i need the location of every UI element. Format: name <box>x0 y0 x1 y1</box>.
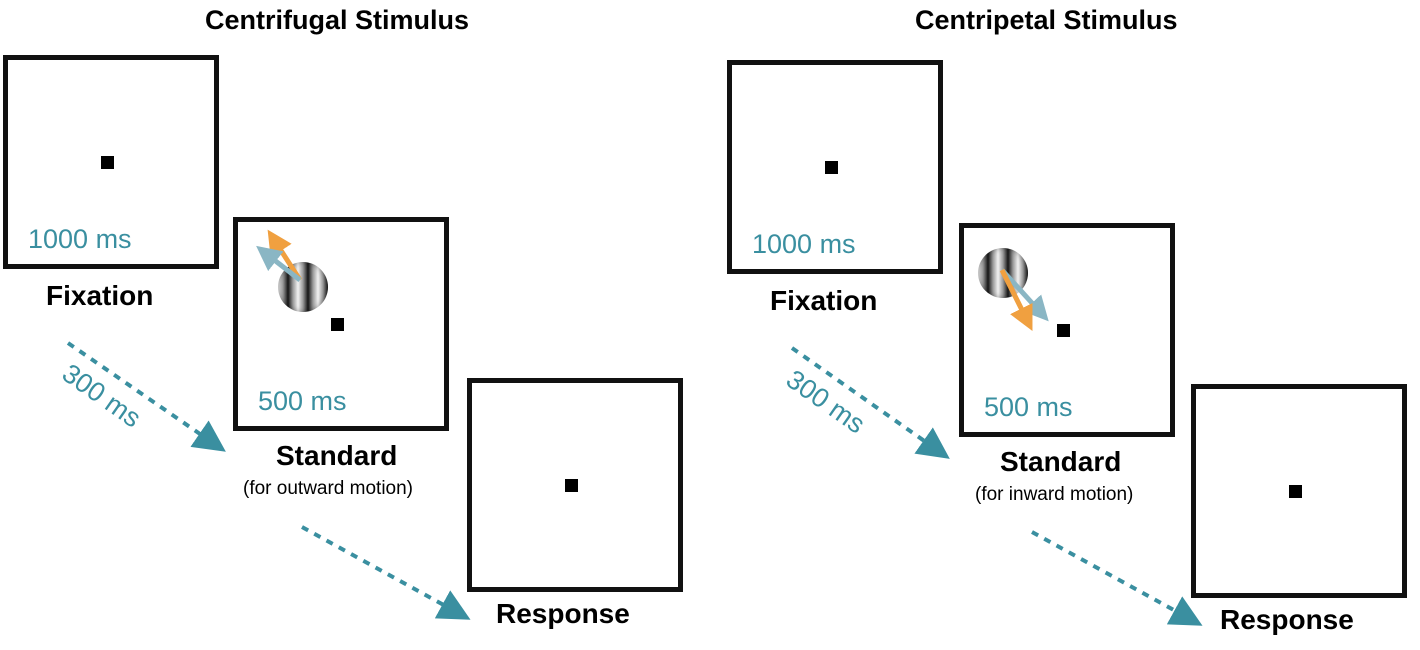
standard-sublabel: (for inward motion) <box>975 484 1134 505</box>
motion-arrow-blue <box>1000 268 1049 322</box>
motion-arrows <box>256 229 303 282</box>
fixation-dot <box>1057 324 1070 337</box>
fixation-duration: 1000 ms <box>752 229 856 259</box>
motion-arrows <box>999 268 1049 331</box>
standard-sublabel: (for outward motion) <box>243 478 414 499</box>
response-frame <box>1191 384 1407 598</box>
panel-title: Centrifugal Stimulus <box>205 5 470 35</box>
centripetal-panel: Centripetal Stimulus 1000 ms Fixation 30… <box>724 0 1420 650</box>
standard-duration: 500 ms <box>984 392 1073 422</box>
centrifugal-panel: Centrifugal Stimulus 1000 ms Fixation 30… <box>3 5 683 629</box>
standard-label: Standard <box>1000 446 1122 477</box>
fixation-dot <box>565 479 578 492</box>
motion-arrow-blue <box>256 245 302 282</box>
fixation-dot <box>1289 485 1302 498</box>
standard-frame: 500 ms <box>233 217 449 431</box>
fixation-dot <box>101 156 114 169</box>
isi-duration: 300 ms <box>56 358 147 434</box>
fixation-frame: 1000 ms <box>727 60 943 274</box>
response-label: Response <box>1220 604 1354 635</box>
dashed-arrow-standard-to-response <box>301 525 471 620</box>
fixation-dot <box>331 318 344 331</box>
response-frame <box>467 378 683 592</box>
dashed-arrow-standard-to-response <box>1031 530 1203 626</box>
isi-duration: 300 ms <box>780 364 871 440</box>
standard-frame: 500 ms <box>959 223 1175 437</box>
motion-arrow-orange <box>267 229 303 282</box>
panel-title: Centripetal Stimulus <box>915 5 1178 35</box>
fixation-frame: 1000 ms <box>3 55 219 269</box>
response-label: Response <box>496 598 630 629</box>
standard-label: Standard <box>276 440 398 471</box>
standard-duration: 500 ms <box>258 386 347 416</box>
motion-arrow-orange <box>999 268 1033 331</box>
fixation-label: Fixation <box>46 280 154 311</box>
fixation-dot <box>825 161 838 174</box>
fixation-duration: 1000 ms <box>28 224 132 254</box>
fixation-label: Fixation <box>770 285 878 316</box>
